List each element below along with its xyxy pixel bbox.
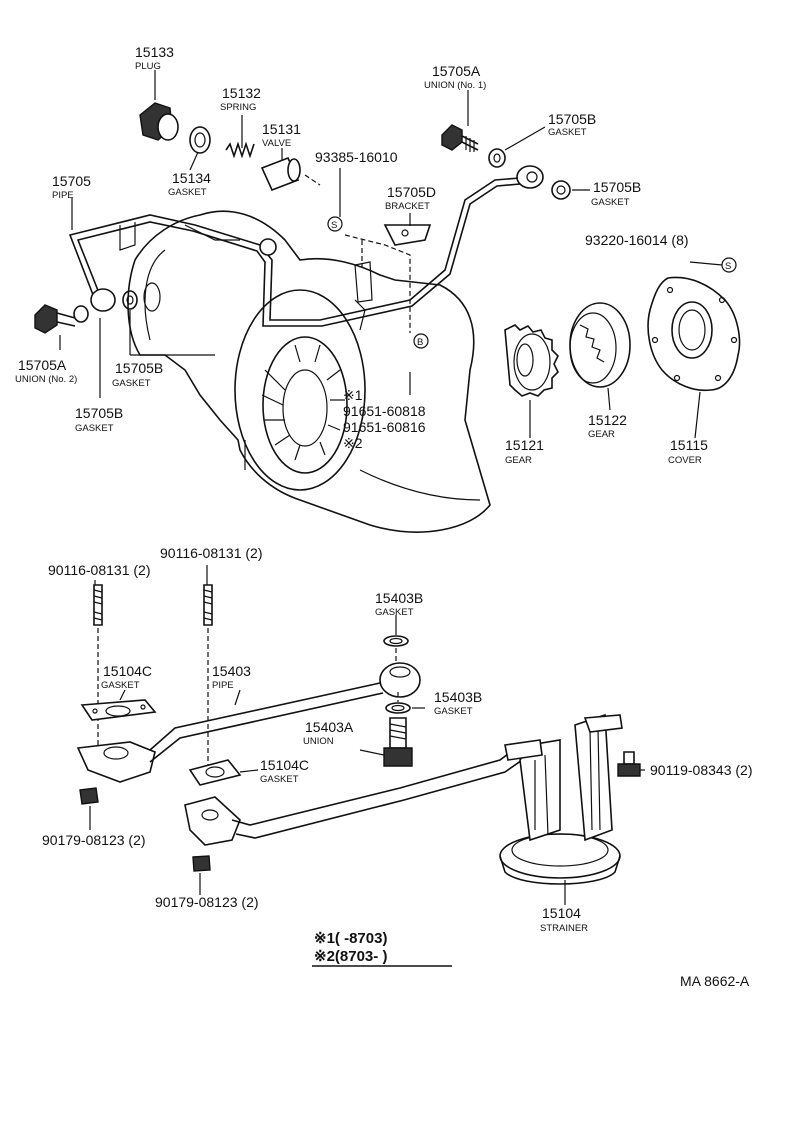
- label-15131-name: VALVE: [262, 138, 291, 149]
- label-15122-num: 15122: [588, 412, 627, 428]
- label-15403a-name: UNION: [303, 736, 334, 747]
- gear-15122: [569, 302, 631, 388]
- label-15131-num: 15131: [262, 121, 301, 137]
- callout-s-2: S: [721, 257, 737, 273]
- nut-90179-b: [192, 855, 211, 872]
- label-15104-num: 15104: [542, 905, 581, 921]
- cover-15115: [647, 276, 741, 392]
- callout-s-label-2: S: [725, 261, 731, 272]
- label-15104-name: STRAINER: [540, 923, 588, 934]
- label-15122-name: GEAR: [588, 429, 615, 440]
- label-15104c-a-name: GASKET: [101, 680, 140, 691]
- label-15705a-top-name: UNION (No. 1): [424, 80, 486, 91]
- label-91651-mark1: ※1: [343, 387, 363, 403]
- gasket-15705b-left-a: [73, 305, 89, 323]
- label-15403b-mid-name: GASKET: [434, 706, 473, 717]
- label-15705b-low-name: GASKET: [75, 423, 114, 434]
- gasket-15104c-a: [80, 699, 157, 721]
- nut-90179-a: [79, 787, 99, 805]
- reference-code: MA 8662-A: [680, 973, 750, 989]
- label-15705b-top-num: 15705B: [548, 111, 596, 127]
- engine-block: [127, 210, 491, 533]
- bolt-90119: [617, 751, 641, 777]
- pipe-15403: [76, 662, 421, 783]
- leaders-top: [59, 70, 723, 439]
- label-91651-num2: 91651-60816: [343, 419, 426, 435]
- label-15705d-num: 15705D: [387, 184, 436, 200]
- gasket-15403b-top: [383, 635, 409, 647]
- label-15705b-mid-name: GASKET: [112, 378, 151, 389]
- label-93220-num: 93220-16014 (8): [585, 232, 689, 248]
- label-15134-num: 15134: [172, 170, 211, 186]
- label-91651-mark2: ※2: [343, 435, 363, 451]
- label-90179-a-num: 90179-08123 (2): [42, 832, 146, 848]
- label-15705d-name: BRACKET: [385, 201, 430, 212]
- label-15133-num: 15133: [135, 44, 174, 60]
- label-91651-num1: 91651-60818: [343, 403, 426, 419]
- callout-s-label-1: S: [331, 220, 337, 231]
- gasket-15134: [189, 126, 211, 154]
- callout-b-label: B: [417, 337, 423, 348]
- label-15134-name: GASKET: [168, 187, 207, 198]
- label-15705b-right-name: GASKET: [591, 197, 630, 208]
- label-15104c-b-num: 15104C: [260, 757, 309, 773]
- label-15705b-right-num: 15705B: [593, 179, 641, 195]
- pipe-15104: [184, 744, 526, 846]
- label-15104c-a-num: 15104C: [103, 663, 152, 679]
- label-15705a-top-num: 15705A: [432, 63, 481, 79]
- plug-15133: [139, 102, 179, 141]
- union-banjo-left: [90, 288, 116, 312]
- label-15115-name: COVER: [668, 455, 702, 466]
- label-93385-num: 93385-16010: [315, 149, 398, 165]
- label-15705b-top-name: GASKET: [548, 127, 587, 138]
- label-15705b-low-num: 15705B: [75, 405, 123, 421]
- stud-left: [93, 584, 103, 626]
- label-15403-num: 15403: [212, 663, 251, 679]
- label-15403b-mid-num: 15403B: [434, 689, 482, 705]
- union-15403a: [383, 717, 413, 767]
- valve-15131: [260, 156, 301, 192]
- label-15705a-left-name: UNION (No. 2): [15, 374, 77, 385]
- label-15705-name: PIPE: [52, 190, 74, 201]
- gasket-15104c-b: [188, 759, 242, 786]
- label-90116-b-num: 90116-08131 (2): [160, 545, 262, 561]
- strainer-15104: [499, 713, 623, 885]
- label-15403b-top-name: GASKET: [375, 607, 414, 618]
- gear-15121: [504, 324, 559, 397]
- label-15403a-num: 15403A: [305, 719, 354, 735]
- union-15705a-left: [34, 304, 76, 334]
- label-90179-b-num: 90179-08123 (2): [155, 894, 259, 910]
- callout-b: B: [413, 333, 429, 349]
- label-15403-name: PIPE: [212, 680, 234, 691]
- spring-15132: [225, 141, 255, 159]
- legend-line-1: ※1( -8703): [314, 930, 387, 947]
- label-15705b-mid-num: 15705B: [115, 360, 163, 376]
- union-15705a-top: [441, 124, 479, 152]
- label-15705a-left-num: 15705A: [18, 357, 67, 373]
- labels: 15133 PLUG 15132 SPRING 15131 VALVE 1513…: [15, 44, 752, 989]
- pipe-15705: [68, 177, 521, 327]
- label-15403b-top-num: 15403B: [375, 590, 423, 606]
- gasket-15705b-right: [551, 180, 571, 200]
- leaders-bottom: [89, 565, 645, 905]
- gasket-15705b-left-b: [122, 290, 138, 310]
- gasket-15705b-top: [488, 148, 506, 168]
- label-15705-num: 15705: [52, 173, 91, 189]
- label-15132-name: SPRING: [220, 102, 256, 113]
- label-15133-name: PLUG: [135, 61, 161, 72]
- label-15115-num: 15115: [670, 437, 708, 453]
- legend-line-2: ※2(8703- ): [314, 948, 387, 965]
- gasket-15403b-mid: [385, 702, 411, 714]
- label-90119-num: 90119-08343 (2): [650, 762, 752, 778]
- union-banjo-top: [516, 165, 544, 189]
- label-90116-a-num: 90116-08131 (2): [48, 562, 150, 578]
- label-15121-name: GEAR: [505, 455, 532, 466]
- label-15132-num: 15132: [222, 85, 261, 101]
- bracket-15705d: [354, 224, 432, 303]
- callout-s-1: S: [327, 216, 343, 232]
- label-15104c-b-name: GASKET: [260, 774, 299, 785]
- stud-right: [203, 584, 213, 626]
- label-15121-num: 15121: [505, 437, 544, 453]
